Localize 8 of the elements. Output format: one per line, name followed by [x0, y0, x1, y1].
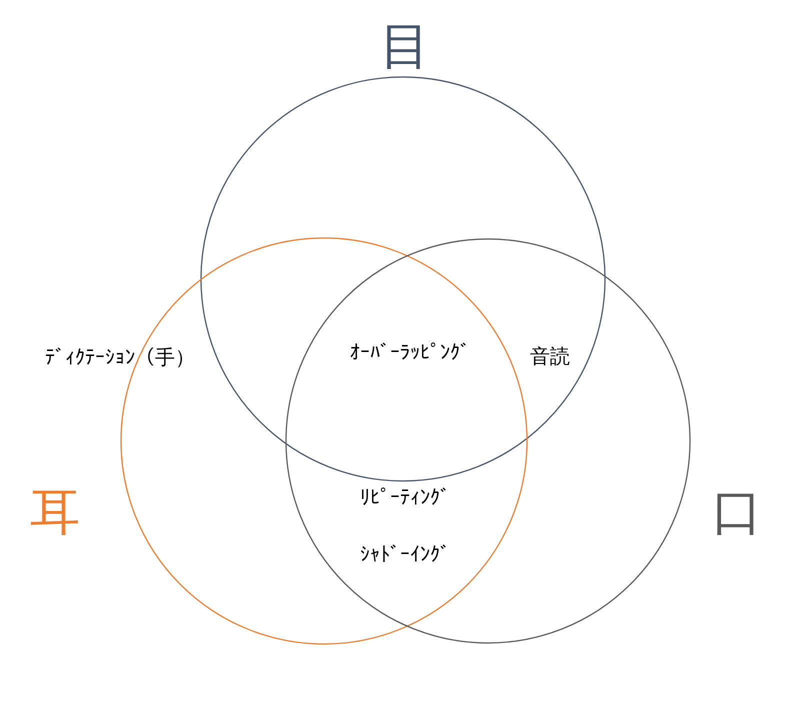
region-label: 音読 [529, 343, 571, 370]
region-label: ｼｬﾄﾞｰｲﾝｸﾞ [359, 541, 451, 568]
region-label: ﾃﾞｨｸﾃｰｼｮﾝ（手） [45, 344, 195, 371]
circle-heading: 口 [712, 484, 762, 540]
circle-heading: 目 [380, 18, 430, 74]
region-label: ｵｰﾊﾞｰﾗｯﾋﾟﾝｸﾞ [349, 339, 471, 366]
region-label: ﾘﾋﾟｰﾃｨﾝｸﾞ [359, 484, 451, 511]
circle-heading: 耳 [30, 484, 80, 540]
